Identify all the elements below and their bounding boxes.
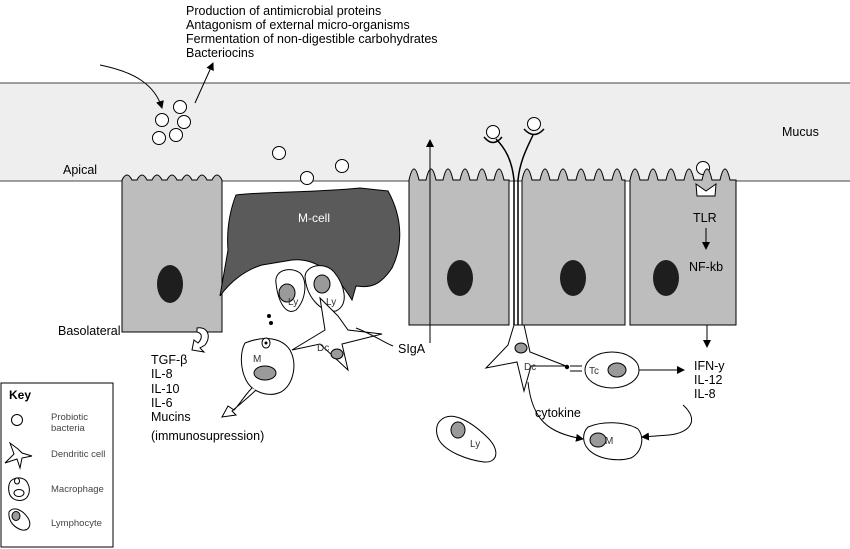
epithelial-cell-1 (121, 174, 223, 333)
probiotic-bacteria-cluster (152, 100, 710, 185)
key-lymphocyte-icon (8, 508, 31, 531)
key-dendritic-icon (4, 441, 33, 470)
left-cytokine-3: IL-10 (151, 382, 180, 396)
key-legend: Key Probiotic bacteria Dendritic cell Ma… (0, 382, 114, 548)
mucus-label: Mucus (782, 125, 819, 139)
key-macrophage-label: Macrophage (51, 484, 104, 495)
macrophage-curl-arrow (221, 387, 257, 418)
left-cytokine-1: TGF-β (151, 353, 187, 367)
apical-label: Apical (63, 163, 97, 177)
ly-label-1: Ly (288, 297, 298, 308)
key-macrophage-icon (8, 477, 30, 501)
cytokine-label: cytokine (535, 406, 581, 420)
m-cell (219, 187, 401, 302)
epithelial-cell-3 (521, 168, 626, 326)
key-lymphocyte-label: Lymphocyte (51, 518, 102, 529)
nfkb-label: NF-kb (689, 260, 723, 274)
macrophage-cell-right (583, 422, 643, 461)
antigen-dot-2 (269, 321, 273, 325)
dc-to-macrophage-arrow (527, 381, 584, 442)
left-cytokine-2: IL-8 (151, 367, 173, 381)
dc-to-sIgA-line (355, 327, 394, 347)
function-line-3: Fermentation of non-digestible carbohydr… (186, 32, 438, 46)
key-title: Key (9, 388, 31, 402)
antigen-dot-1 (267, 314, 271, 318)
outgoing-function-arrow (194, 62, 214, 104)
dc-label-right: Dc (524, 362, 536, 373)
dc-label-left: Dc (317, 343, 329, 354)
lymphocyte-free (436, 415, 497, 463)
m-label-right: M (605, 436, 613, 447)
dendritic-sampling-cell (484, 134, 567, 393)
basolateral-release-arrow (191, 327, 209, 353)
epithelial-cell-2 (408, 168, 510, 326)
key-probiotic-label-2: bacteria (51, 423, 86, 434)
key-probiotic-label-1: Probiotic (51, 412, 88, 423)
captured-bacteria (483, 117, 545, 144)
t-cell (584, 351, 640, 389)
left-cytokine-4: IL-6 (151, 396, 173, 410)
incoming-bacteria-arrow (99, 64, 164, 109)
ly-label-free: Ly (470, 439, 480, 450)
tlr-receptor (695, 182, 717, 197)
key-probiotic-icon (11, 414, 23, 426)
lymphocyte-cell-2 (304, 265, 345, 312)
ly-label-2: Ly (326, 297, 336, 308)
presented-antigen-dot (564, 364, 570, 370)
right-cytokine-3: IL-8 (694, 387, 716, 401)
epithelial-cell-4 (629, 168, 737, 326)
sIgA-label: SIgA (398, 342, 426, 356)
macrophage-cell-left (240, 337, 295, 395)
key-dendritic-label: Dendritic cell (51, 449, 105, 460)
m-label-left: M (253, 354, 261, 365)
right-cytokine-1: IFN-y (694, 359, 725, 373)
immunosuppression-label: (immunosupression) (151, 429, 264, 443)
right-cytokine-2: IL-12 (694, 373, 723, 387)
cytokines-to-macrophage-arrow (641, 404, 693, 441)
lymphocyte-cell-1 (275, 269, 306, 312)
mucus-layer (0, 83, 850, 181)
mcell-label: M-cell (298, 211, 330, 225)
function-line-4: Bacteriocins (186, 46, 254, 60)
tlr-label: TLR (693, 211, 717, 225)
left-cytokine-5: Mucins (151, 410, 191, 424)
function-line-2: Antagonism of external micro-organisms (186, 18, 410, 32)
tc-label: Tc (589, 366, 599, 377)
basolateral-label: Basolateral (58, 324, 121, 338)
function-line-1: Production of antimicrobial proteins (186, 4, 381, 18)
